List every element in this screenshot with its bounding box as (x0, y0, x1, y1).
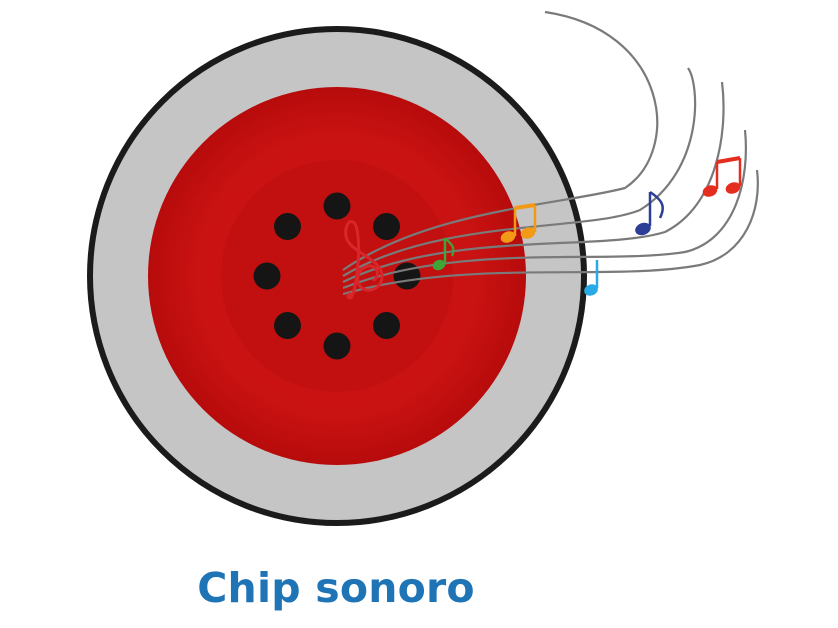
caption-title: Chip sonoro (197, 564, 475, 612)
speaker-hole (323, 332, 351, 360)
treble-clef-icon (344, 220, 384, 300)
speaker-hole (274, 213, 301, 240)
navy-note-icon (635, 190, 664, 236)
speaker-hole (323, 192, 351, 220)
speaker-hole (373, 312, 400, 339)
green-note-icon (432, 237, 455, 271)
orange-double-note-icon (500, 203, 537, 243)
speaker-hole (393, 262, 421, 290)
speaker-hole (253, 262, 281, 290)
speaker-grille (253, 192, 421, 360)
speaker-illustration (87, 10, 759, 526)
red-double-note-icon (702, 156, 742, 197)
light-blue-note-icon (584, 260, 599, 296)
speaker-hole (373, 213, 400, 240)
staff-line (342, 67, 697, 277)
staff-line (342, 169, 759, 296)
speaker-hole (274, 312, 301, 339)
staff-line (342, 10, 659, 271)
staff-line (342, 81, 725, 283)
